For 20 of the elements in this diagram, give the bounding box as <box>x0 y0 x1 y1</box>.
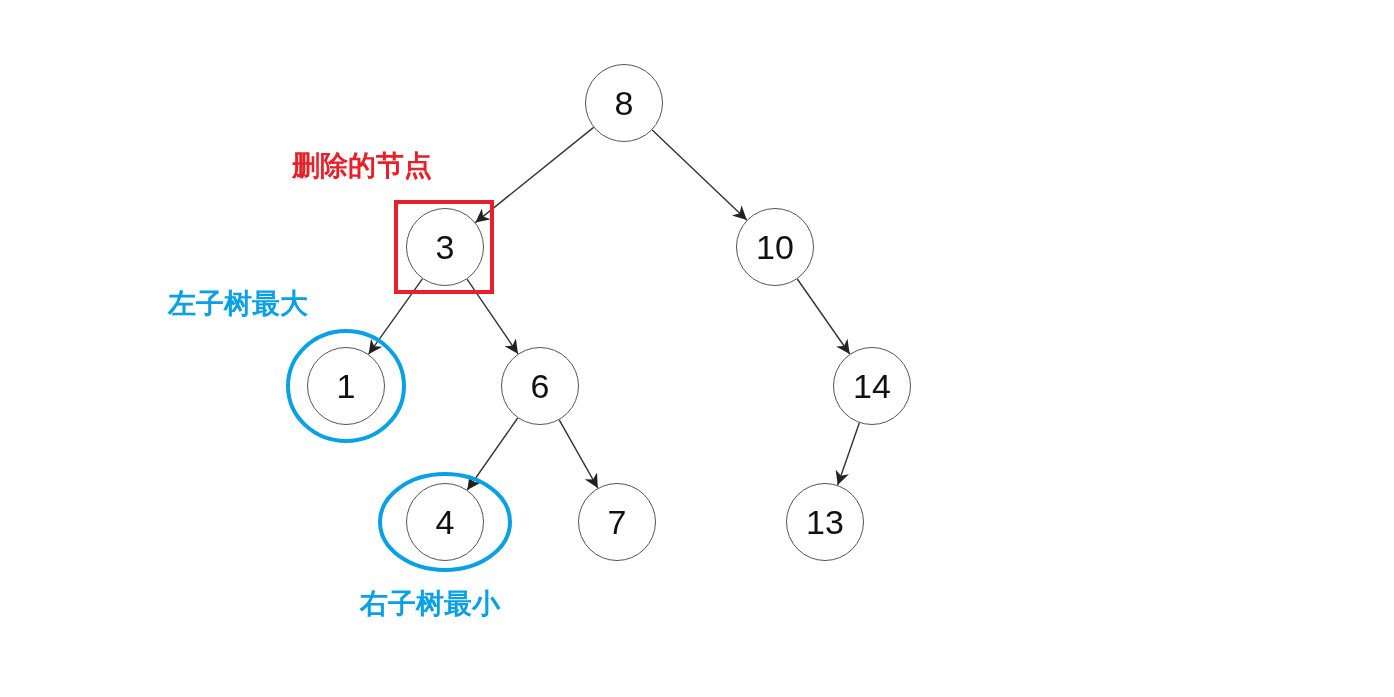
annotation-text: 左子树最大 <box>168 286 308 322</box>
tree-node-circle: 1 <box>307 347 385 425</box>
tree-node-circle: 4 <box>406 483 484 561</box>
arrow <box>835 422 860 486</box>
arrow <box>466 417 519 491</box>
tree-node-circle: 3 <box>406 208 484 286</box>
arrow <box>466 278 519 355</box>
annotation-text: 删除的节点 <box>292 148 432 184</box>
tree-node-circle: 13 <box>786 483 864 561</box>
tree-node-circle: 10 <box>736 208 814 286</box>
tree-node-circle: 8 <box>585 64 663 142</box>
arrow <box>796 278 851 355</box>
arrow <box>474 126 595 224</box>
arrow <box>651 129 748 221</box>
tree-node-circle: 14 <box>833 347 911 425</box>
annotation-text: 右子树最小 <box>360 586 500 622</box>
arrow <box>367 278 424 355</box>
tree-node-circle: 7 <box>578 483 656 561</box>
tree-node-circle: 6 <box>501 347 579 425</box>
arrow <box>558 419 599 489</box>
